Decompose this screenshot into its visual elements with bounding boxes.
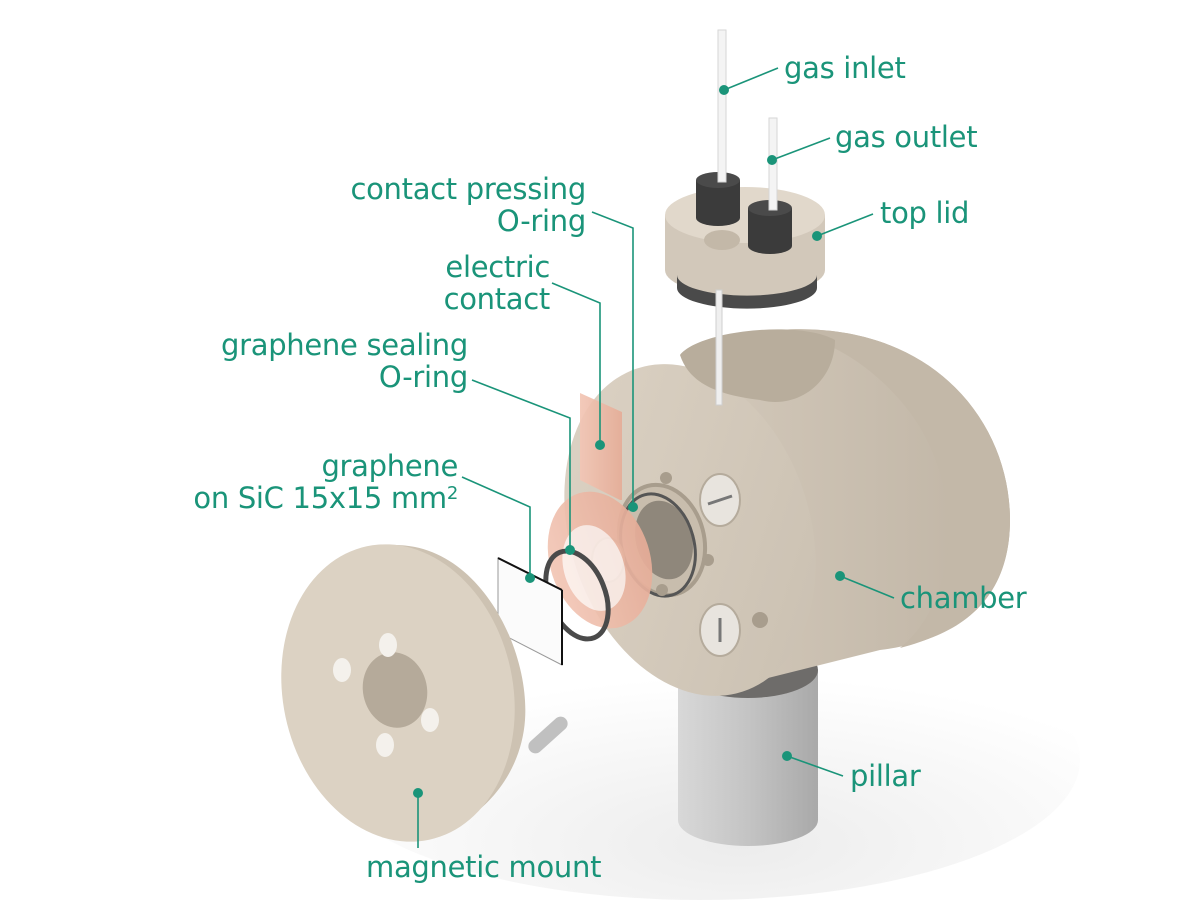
label-graphene-sealing-oring-line1: graphene sealing [221,328,468,362]
leader-chamber [839,575,895,599]
leader-dots [413,85,845,798]
leader-graphene [461,476,531,578]
label-gas-inlet: gas inlet [784,51,906,85]
electric-contact-part [547,393,653,629]
label-graphene-line2-sup: 2 [446,483,458,504]
label-contact-pressing-oring-line2: O-ring [496,204,586,238]
label-electric-contact-line1: electric [445,250,550,284]
label-contact-pressing-oring-line1: contact pressing [350,172,586,206]
leader-lines [417,67,895,848]
label-electric-contact-line2: contact [443,282,551,316]
label-gas-outlet: gas outlet [835,120,978,154]
label-graphene-line1: graphene [321,449,458,483]
leader-electric-contact [551,282,601,445]
leader-contact-pressing-oring [591,211,634,507]
label-contact-pressing-oring: contact pressing O-ring [350,173,586,237]
label-graphene-sealing-oring: graphene sealing O-ring [221,329,468,393]
leader-top-lid [816,213,874,237]
label-top-lid: top lid [880,196,970,230]
leader-gas-outlet [771,137,831,161]
label-graphene-line2: on SiC 15x15 mm2 [193,482,458,514]
label-graphene-line2-text: on SiC 15x15 mm [193,481,447,515]
leader-graphene-sealing-oring [471,379,571,550]
magnetic-mount-part [281,544,568,842]
label-graphene-on-sic: graphene on SiC 15x15 mm2 [193,450,458,514]
label-chamber: chamber [900,581,1027,615]
label-graphene-sealing-oring-line2: O-ring [378,360,468,394]
label-electric-contact: electric contact [443,250,551,316]
top-lid-part [665,29,825,406]
label-magnetic-mount: magnetic mount [366,850,602,884]
leader-pillar [786,755,844,777]
label-pillar: pillar [850,759,921,793]
leader-gas-inlet [723,67,779,91]
